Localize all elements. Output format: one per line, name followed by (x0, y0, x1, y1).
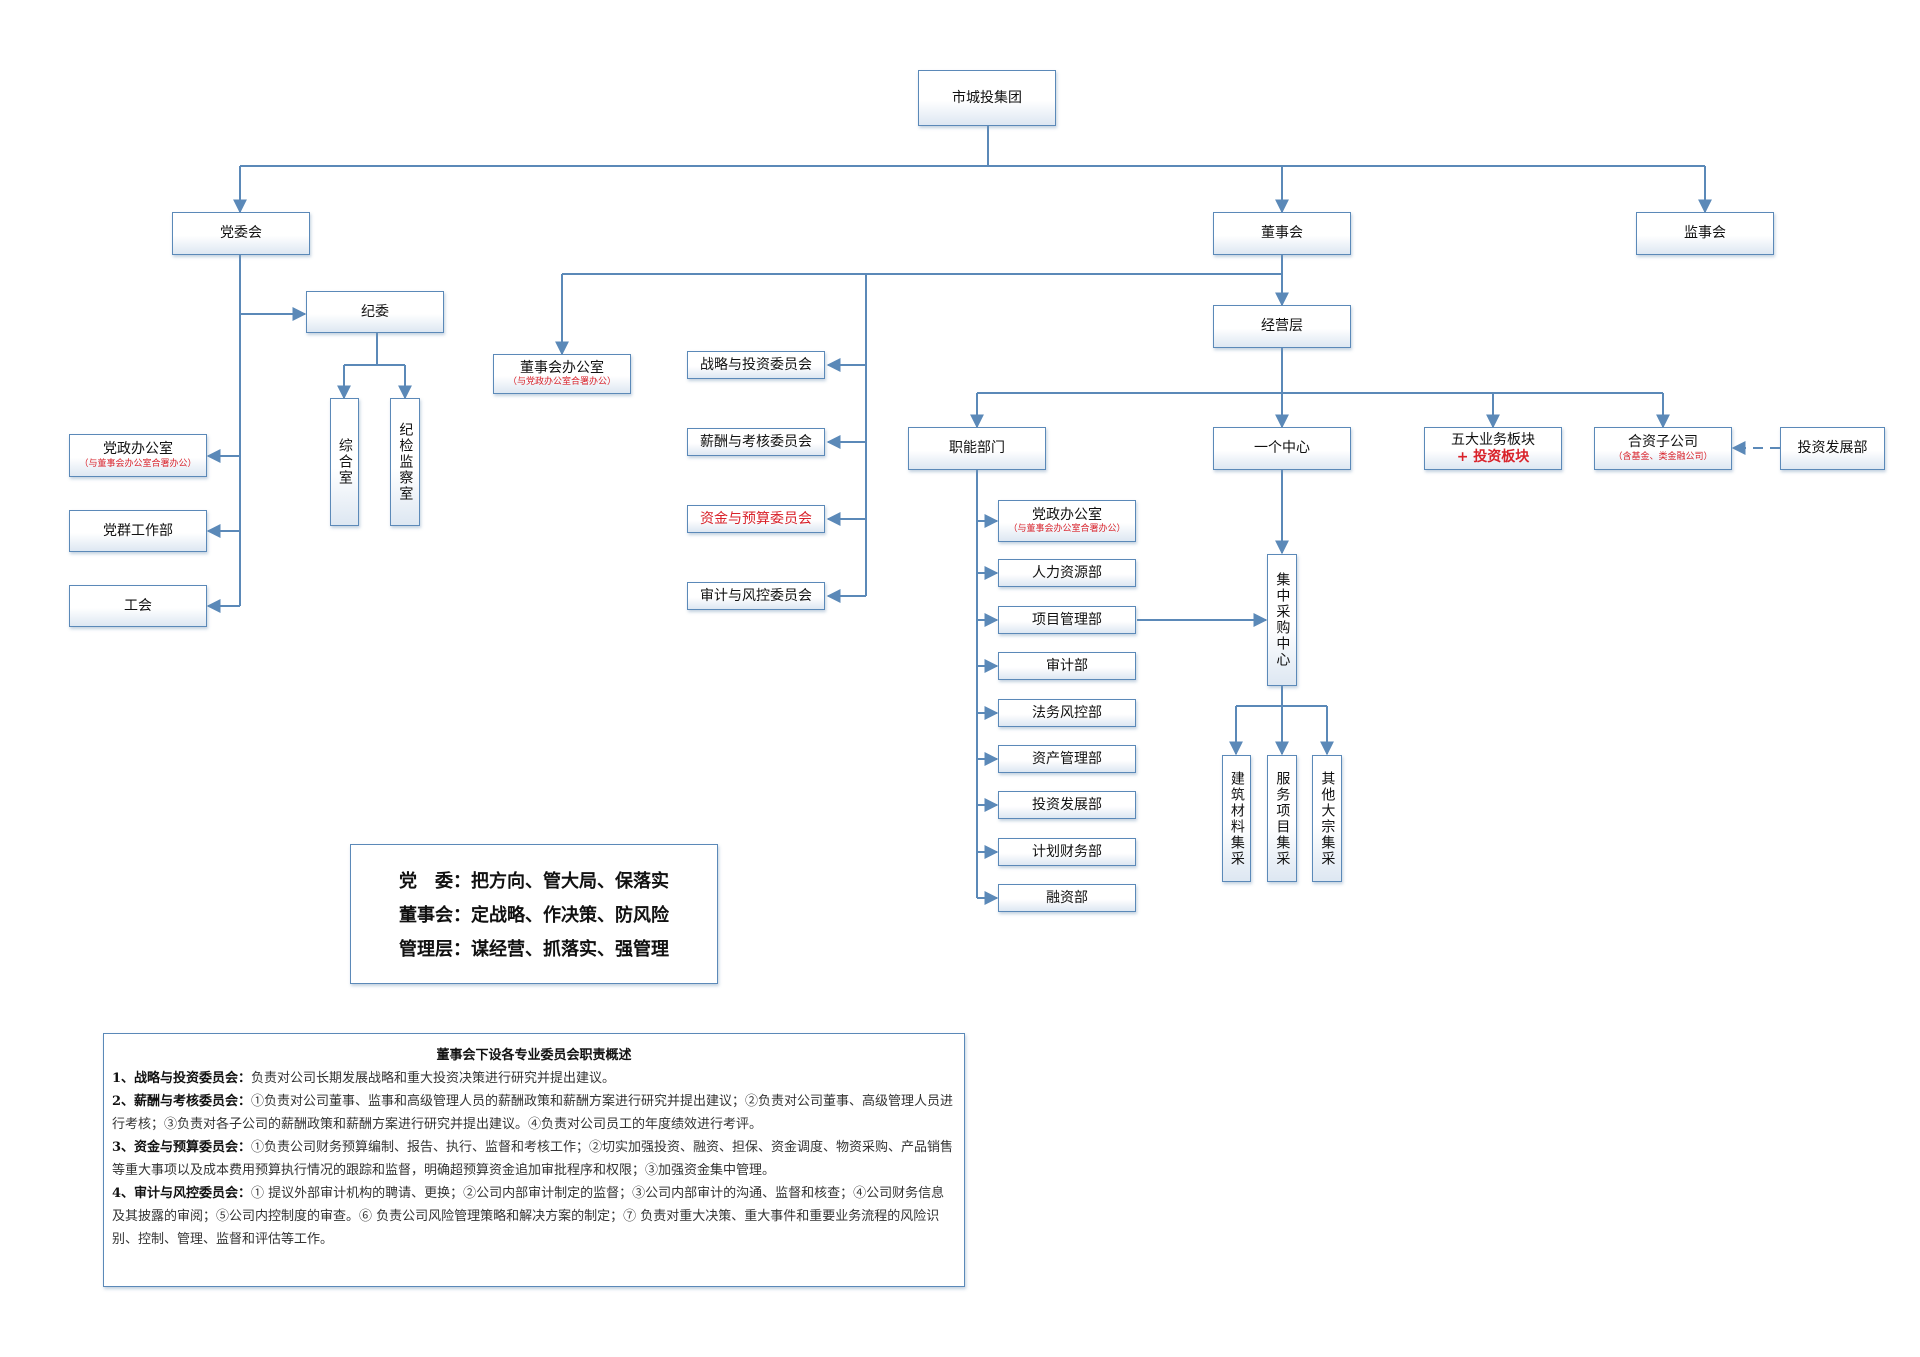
party-committee-label: 党委会 (220, 225, 262, 242)
notes-item: 1、战略与投资委员会：负责对公司长期发展战略和重大投资决策进行研究并提出建议。 (112, 1067, 956, 1090)
discipline-node: 纪委 (306, 291, 444, 333)
notes-item: 3、资金与预算委员会：①负责公司财务预算编制、报告、执行、监督和考核工作；②切实… (112, 1136, 956, 1182)
general-office-label: 综合室 (336, 438, 353, 486)
committee-strategy-label: 战略与投资委员会 (700, 356, 812, 373)
procurement-service-node: 服务项目集采 (1267, 755, 1297, 882)
procurement-other-label: 其他大宗集采 (1319, 770, 1336, 867)
supervisory-board-node: 监事会 (1636, 212, 1774, 255)
committee-compensation-node: 薪酬与考核委员会 (687, 428, 825, 456)
jv-node: 合资子公司 （含基金、类金融公司） (1594, 427, 1732, 470)
notes-title: 董事会下设各专业委员会职责概述 (436, 1048, 632, 1063)
notes-item-lead: 1、战略与投资委员会： (112, 1071, 252, 1086)
notes-item-text: ① 提议外部审计机构的聘请、更换；②公司内部审计制定的监督；③公司内部审计的沟通… (112, 1186, 945, 1247)
dept-party-office-note: （与董事会办公室合署办公） (1008, 524, 1126, 535)
dept-finance-label: 计划财务部 (1032, 843, 1102, 860)
board-label: 董事会 (1261, 225, 1303, 242)
board-node: 董事会 (1213, 212, 1351, 255)
invest-dev-external-label: 投资发展部 (1797, 440, 1868, 457)
general-office-node: 综合室 (330, 398, 359, 526)
invest-dev-external-node: 投资发展部 (1780, 427, 1885, 470)
party-office-node: 党政办公室 （与董事会办公室合署办公） (69, 434, 207, 477)
committee-budget-node: 资金与预算委员会 (687, 505, 825, 533)
board-office-note: （与党政办公室合署办公） (507, 377, 616, 388)
one-center-label: 一个中心 (1254, 440, 1310, 457)
union-node: 工会 (69, 585, 207, 627)
committee-budget-label: 资金与预算委员会 (700, 510, 812, 527)
dept-invest-dev-label: 投资发展部 (1032, 796, 1102, 813)
party-office-label: 党政办公室 (103, 441, 173, 458)
duty-line-board: 董事会：定战略、作决策、防风险 (399, 905, 669, 926)
supervisory-board-label: 监事会 (1684, 225, 1726, 242)
dept-legal-node: 法务风控部 (998, 699, 1136, 727)
discipline-label: 纪委 (361, 303, 389, 320)
dept-financing-node: 融资部 (998, 884, 1136, 912)
procurement-center-label: 集中采购中心 (1274, 572, 1291, 668)
notes-item-lead: 3、资金与预算委员会： (112, 1140, 252, 1155)
mass-work-node: 党群工作部 (69, 510, 207, 552)
dept-party-office-node: 党政办公室 （与董事会办公室合署办公） (998, 500, 1136, 542)
dept-hr-node: 人力资源部 (998, 559, 1136, 587)
board-office-label: 董事会办公室 (520, 359, 604, 376)
five-sectors-label: 五大业务板块 (1451, 431, 1535, 448)
notes-item: 4、审计与风控委员会：① 提议外部审计机构的聘请、更换；②公司内部审计制定的监督… (112, 1182, 956, 1251)
root-node: 市城投集团 (918, 70, 1056, 126)
notes-item-text: 负责对公司长期发展战略和重大投资决策进行研究并提出建议。 (251, 1071, 616, 1086)
dept-legal-label: 法务风控部 (1032, 704, 1102, 721)
five-sectors-extra: + 投资板块 (1456, 448, 1530, 465)
dept-hr-label: 人力资源部 (1032, 564, 1102, 581)
dept-project-label: 项目管理部 (1032, 611, 1102, 628)
one-center-node: 一个中心 (1213, 427, 1351, 470)
dept-audit-label: 审计部 (1046, 657, 1088, 674)
management-label: 经营层 (1261, 318, 1303, 335)
party-committee-node: 党委会 (172, 212, 310, 255)
dept-asset-label: 资产管理部 (1032, 750, 1102, 767)
functional-depts-label: 职能部门 (949, 440, 1005, 457)
jv-note: （含基金、类金融公司） (1613, 451, 1713, 462)
notes-item-lead: 4、审计与风控委员会： (112, 1186, 252, 1201)
procurement-building-label: 建筑材料集采 (1228, 770, 1245, 867)
party-office-note: （与董事会办公室合署办公） (79, 458, 197, 469)
notes-item-lead: 2、薪酬与考核委员会： (112, 1094, 252, 1109)
dept-audit-node: 审计部 (998, 652, 1136, 680)
dept-project-node: 项目管理部 (998, 606, 1136, 634)
procurement-building-node: 建筑材料集采 (1222, 755, 1251, 882)
functional-depts-node: 职能部门 (908, 427, 1046, 470)
dept-party-office-label: 党政办公室 (1032, 506, 1102, 523)
procurement-other-node: 其他大宗集采 (1312, 755, 1342, 882)
procurement-service-label: 服务项目集采 (1274, 770, 1291, 867)
duty-line-management: 管理层：谋经营、抓落实、强管理 (399, 939, 669, 960)
inspection-office-node: 纪检监察室 (390, 398, 420, 526)
procurement-center-node: 集中采购中心 (1267, 554, 1297, 686)
notes-item-text: ①负责公司财务预算编制、报告、执行、监督和考核工作；②切实加强投资、融资、担保、… (112, 1140, 954, 1178)
management-node: 经营层 (1213, 305, 1351, 348)
mass-work-label: 党群工作部 (103, 522, 173, 539)
root-label: 市城投集团 (952, 89, 1022, 106)
jv-label: 合资子公司 (1628, 434, 1698, 451)
committee-compensation-label: 薪酬与考核委员会 (700, 433, 812, 450)
union-label: 工会 (124, 597, 152, 614)
inspection-office-label: 纪检监察室 (397, 422, 414, 502)
dept-asset-node: 资产管理部 (998, 745, 1136, 773)
duty-summary-box: 党 委：把方向、管大局、保落实 董事会：定战略、作决策、防风险 管理层：谋经营、… (350, 844, 718, 984)
committee-audit-label: 审计与风控委员会 (700, 587, 812, 604)
duty-line-party: 党 委：把方向、管大局、保落实 (399, 871, 669, 892)
committee-notes-box: 董事会下设各专业委员会职责概述 1、战略与投资委员会：负责对公司长期发展战略和重… (103, 1033, 965, 1287)
board-office-node: 董事会办公室 （与党政办公室合署办公） (493, 354, 631, 394)
dept-invest-dev-node: 投资发展部 (998, 791, 1136, 819)
five-sectors-node: 五大业务板块 + 投资板块 (1424, 427, 1562, 470)
notes-item: 2、薪酬与考核委员会：①负责对公司董事、监事和高级管理人员的薪酬政策和薪酬方案进… (112, 1090, 956, 1136)
committee-audit-node: 审计与风控委员会 (687, 582, 825, 610)
notes-item-text: ①负责对公司董事、监事和高级管理人员的薪酬政策和薪酬方案进行研究并提出建议；②负… (112, 1094, 954, 1132)
committee-strategy-node: 战略与投资委员会 (687, 351, 825, 379)
dept-finance-node: 计划财务部 (998, 838, 1136, 866)
dept-financing-label: 融资部 (1046, 889, 1088, 906)
